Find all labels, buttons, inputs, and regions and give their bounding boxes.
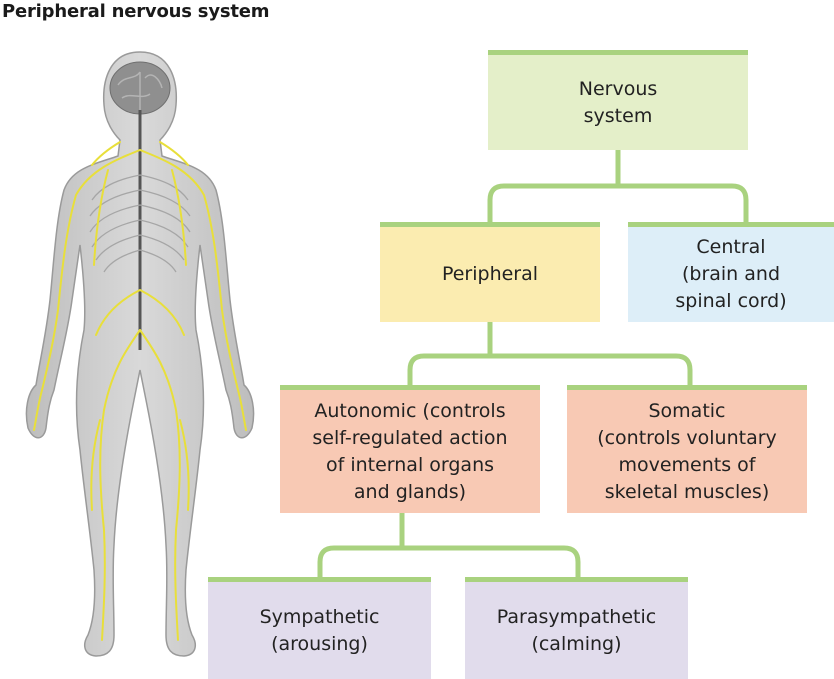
body-silhouette (25, 51, 255, 657)
autonomic-box: Autonomic (controls self-regulated actio… (280, 385, 540, 513)
nerve-network (33, 141, 247, 641)
nervous-system-box: Nervous system (488, 50, 748, 150)
somatic-box: Somatic (controls voluntary movements of… (567, 385, 807, 513)
brain-folds (117, 71, 163, 110)
human-figure-illustration (25, 51, 255, 657)
sympathetic-box: Sympathetic (arousing) (208, 577, 431, 679)
central-box: Central (brain and spinal cord) (628, 222, 834, 322)
parasympathetic-box: Parasympathetic (calming) (465, 577, 688, 679)
rib-lines (89, 174, 191, 273)
page-title: Peripheral nervous system (2, 1, 270, 22)
peripheral-box: Peripheral (380, 222, 600, 322)
